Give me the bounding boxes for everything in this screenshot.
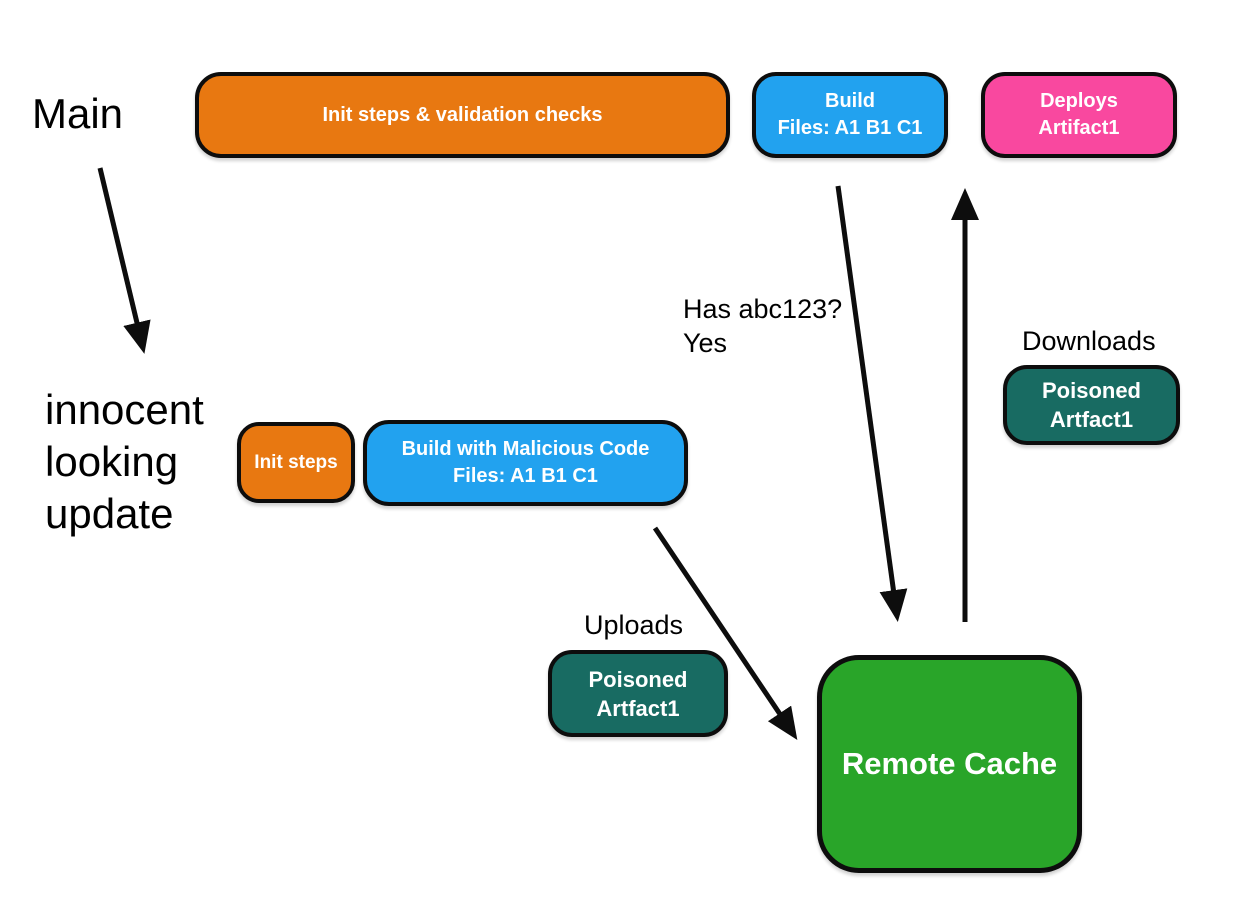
node-init-validation: Init steps & validation checks — [195, 72, 730, 158]
branch-label-update: innocent looking update — [45, 386, 204, 537]
node-deploy-artifact: Deploys Artifact1 — [981, 72, 1177, 158]
label-downloads: Downloads — [1022, 326, 1156, 356]
branch-label-main: Main — [32, 90, 124, 137]
label-uploads: Uploads — [584, 610, 684, 640]
node-poisoned-artifact-upload: Poisoned Artfact1 — [548, 650, 728, 737]
node-poisoned-artifact-download: Poisoned Artfact1 — [1003, 365, 1180, 445]
label-cache-query: Has abc123? Yes — [683, 294, 843, 358]
arrow-main-to-update — [97, 167, 151, 354]
node-build-malicious: Build with Malicious Code Files: A1 B1 C… — [363, 420, 688, 506]
arrow-build-to-cache — [835, 185, 908, 622]
node-init-update: Init steps — [237, 422, 355, 503]
node-remote-cache: Remote Cache — [817, 655, 1082, 873]
node-build-main: Build Files: A1 B1 C1 — [752, 72, 948, 158]
